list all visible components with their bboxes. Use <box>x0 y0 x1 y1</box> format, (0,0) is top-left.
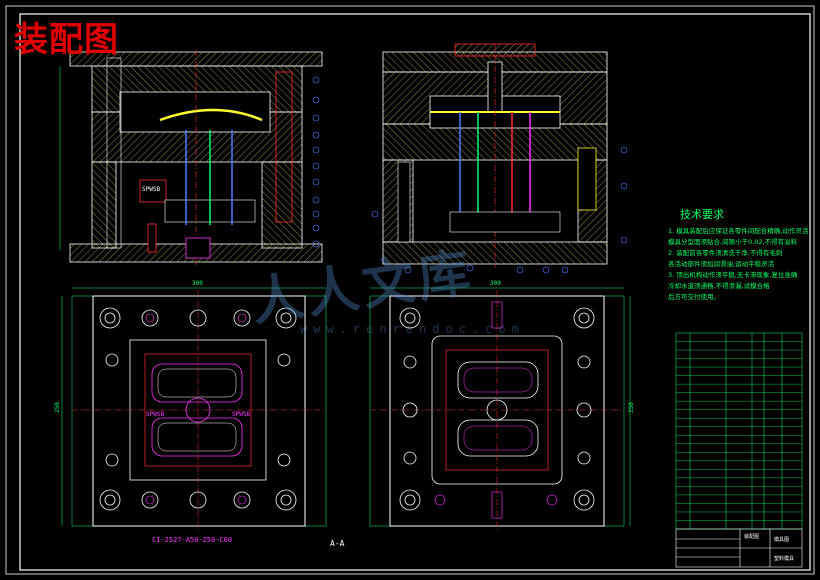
inner-frame <box>19 13 811 571</box>
dimension-top-left: 300 <box>192 280 203 287</box>
dimension-top-right: 300 <box>490 280 501 287</box>
dimension-right-height: 250 <box>627 402 635 413</box>
technical-requirements-list: 1. 模具装配后应保证各零件间配合精确,动作灵活 模具分型面须贴合,间隙小于0.… <box>668 226 808 303</box>
section-view-right <box>371 43 628 274</box>
section-view-left <box>59 50 323 265</box>
parts-list-rows <box>676 341 802 521</box>
spring-label: SPWSB <box>146 411 165 418</box>
tech-line: 模具分型面须贴合,间隙小于0.02,不得有溢料 <box>668 238 798 246</box>
tech-line: 冷却水道须通畅,不得渗漏,试模合格 <box>668 282 770 290</box>
plan-view-left <box>61 287 327 530</box>
drawing-title: 装配图 <box>14 20 119 60</box>
dimension-left-height: 250 <box>53 402 61 413</box>
watermark-url: www.renrendoc.com <box>300 322 525 336</box>
mold-base-code: CI-2527-A50-250-C60 <box>152 536 233 544</box>
plan-view-right <box>369 287 631 530</box>
parts-list <box>675 332 803 530</box>
tech-line: 1. 模具装配后应保证各零件间配合精确,动作灵活 <box>668 227 808 235</box>
tech-line: 各活动部件须加润滑油,运动平稳灵活 <box>668 260 775 268</box>
title-block-cell: 塑料模具 <box>774 556 795 562</box>
title-block-drawing-name: 装配图 <box>744 534 760 540</box>
outer-frame <box>5 5 815 575</box>
spring-label: SPWSB <box>142 186 161 193</box>
section-mark: A-A <box>330 539 345 548</box>
technical-requirements-title: 技术要求 <box>680 208 724 221</box>
title-block <box>675 528 803 568</box>
tech-line: 后方可交付使用。 <box>668 293 720 301</box>
tech-line: 3. 顶出机构动作须平稳,无卡滞现象,复位准确 <box>668 271 798 279</box>
tech-line: 2. 装配前各零件须清洗干净,不得有毛刺 <box>668 249 783 257</box>
spring-label: SPWSB <box>232 411 251 418</box>
title-block-cell: 模具图 <box>774 537 790 543</box>
